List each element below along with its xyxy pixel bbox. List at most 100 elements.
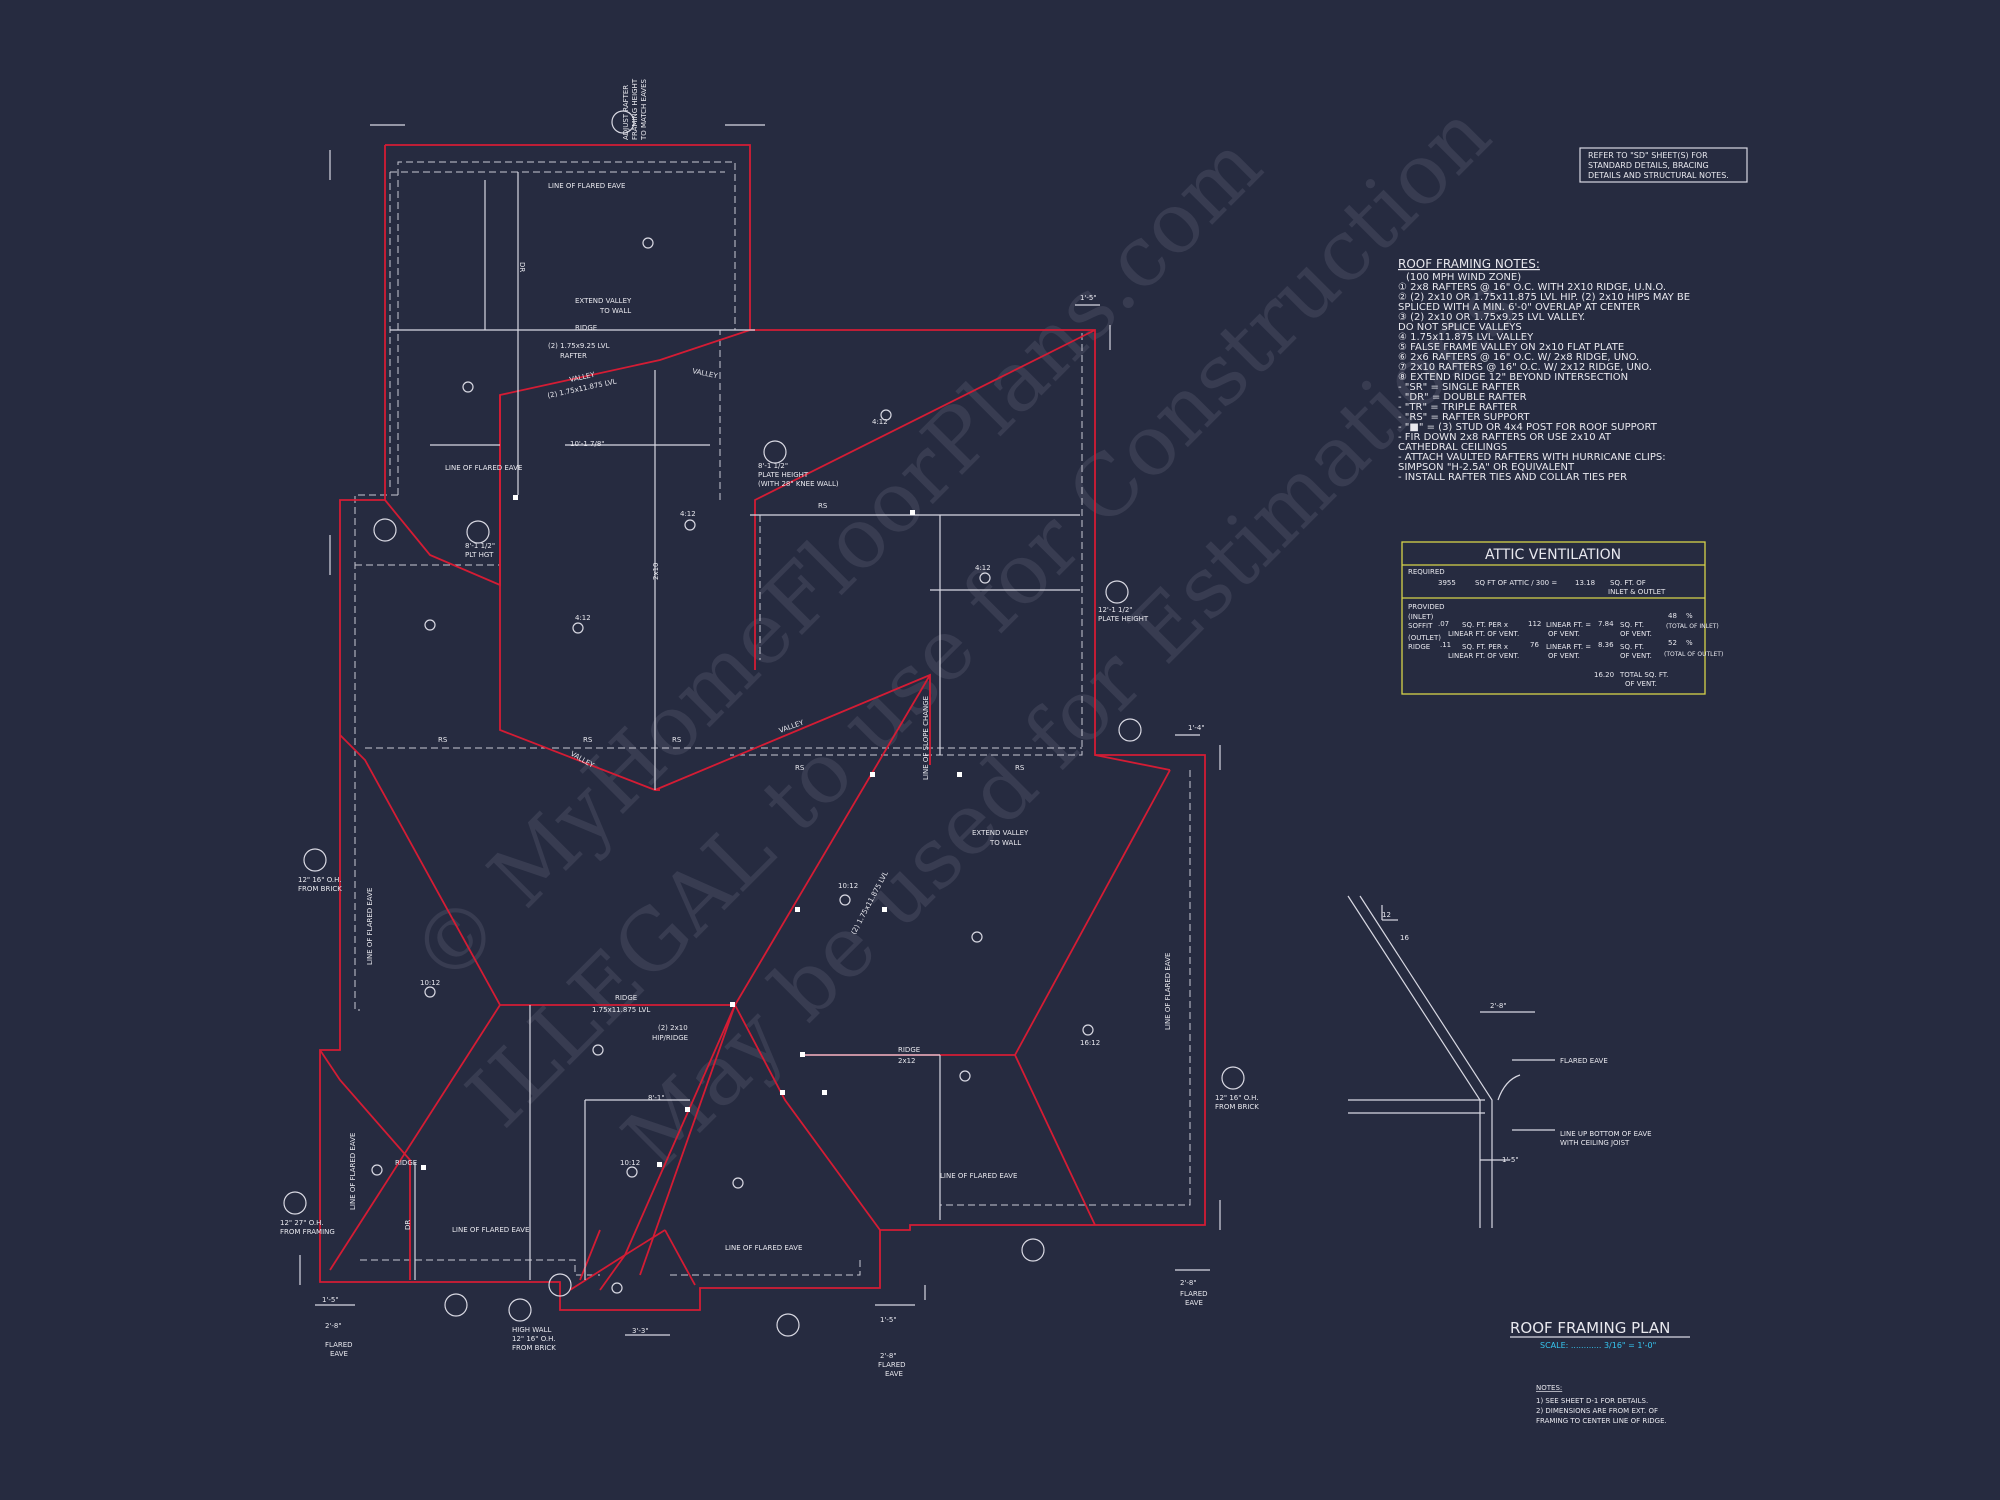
label-dim-1-5-b: 1'-5" [880,1316,897,1324]
refer-note-line-2: STANDARD DETAILS, BRACING [1588,161,1709,170]
label-rs-2: RS [438,736,448,744]
label-adjust-rafter-1: ADJUST RAFTER [622,85,630,140]
label-extend-valley-4: TO WALL [989,839,1021,847]
label-pitch-160: 16:12 [1080,1039,1100,1047]
svg-text:TOTAL SQ. FT.: TOTAL SQ. FT. [1619,671,1668,679]
detail-line-up-2: WITH CEILING JOIST [1560,1139,1630,1147]
plan-scale: SCALE: ............ 3/16" = 1'-0" [1540,1341,1656,1350]
svg-text:112: 112 [1528,620,1541,628]
label-oh-framing-2: FROM FRAMING [280,1228,335,1236]
svg-text:- "RS" = RAFTER SUPPORT: - "RS" = RAFTER SUPPORT [1398,412,1530,423]
svg-text:76: 76 [1530,641,1539,649]
label-ridge-lvl: 1.75x11.875 LVL [592,1006,650,1014]
svg-text:LINEAR FT. OF VENT.: LINEAR FT. OF VENT. [1448,630,1519,638]
svg-text:- ATTACH VAULTED RAFTERS WITH: - ATTACH VAULTED RAFTERS WITH HURRICANE … [1398,452,1666,463]
svg-text:PROVIDED: PROVIDED [1408,603,1445,611]
svg-text:%: % [1686,612,1693,620]
label-ridge-2x10: 2x10 [652,562,660,580]
svg-text:(TOTAL OF OUTLET): (TOTAL OF OUTLET) [1664,651,1723,658]
label-hip-ridge-2: HIP/RIDGE [652,1034,688,1042]
eave-detail: 12 16 2'-8" 1'-5" FLARED EAVE LINE UP BO… [1347,895,1652,1228]
label-extend-valley-3: EXTEND VALLEY [972,829,1029,837]
label-ridge-top: RIDGE [575,324,597,332]
svg-text:(100 MPH WIND ZONE): (100 MPH WIND ZONE) [1406,272,1521,283]
svg-text:OF VENT.: OF VENT. [1620,630,1652,638]
label-plate-h1-3: (WITH 28" KNEE WALL) [758,480,839,488]
footer-notes-title: NOTES: [1536,1384,1562,1392]
svg-text:OF VENT.: OF VENT. [1625,680,1657,688]
roof-plan: LINE OF FLARED EAVE EXTEND VALLEY TO WAL… [280,78,1259,1378]
label-dim-2-8-c: 2'-8" [1180,1279,1197,1287]
label-line-flared-2: LINE OF FLARED EAVE [445,464,522,472]
detail-pitch-rise: 16 [1400,934,1409,942]
svg-text:SQ. FT.: SQ. FT. [1620,621,1644,629]
svg-text:13.18: 13.18 [1575,579,1595,587]
label-rs-6: RS [1015,764,1025,772]
label-ridge-2x12: 2x12 [898,1057,916,1065]
svg-text:OF VENT.: OF VENT. [1620,652,1652,660]
label-pitch-100-mid: 10:12 [838,882,858,890]
framing-lines [390,172,1080,1280]
label-oh-brick-4: FROM BRICK [1215,1103,1259,1111]
label-oh-framing-1: 12" 27" O.H. [280,1219,324,1227]
label-pitch-mid: 4:12 [680,510,696,518]
svg-text:(INLET): (INLET) [1408,613,1434,621]
label-flared-eave-b2: EAVE [885,1370,903,1378]
label-plt-hgt-2: PLT HGT [465,551,494,559]
svg-text:LINEAR FT. OF VENT.: LINEAR FT. OF VENT. [1448,652,1519,660]
svg-text:⑥ 2x6 RAFTERS @ 16" O.C. W/ 2x: ⑥ 2x6 RAFTERS @ 16" O.C. W/ 2x8 RIDGE, U… [1398,352,1639,363]
svg-text:52: 52 [1668,639,1677,647]
post-markers [421,495,962,1170]
svg-text:④ 1.75x11.875 LVL VALLEY: ④ 1.75x11.875 LVL VALLEY [1398,332,1534,343]
label-rs-3: RS [583,736,593,744]
watermark-line-1: © MyHomeFloorPlans.com [392,116,1280,1004]
svg-text:- "■" = (3) STUD OR 4x4 POST F: - "■" = (3) STUD OR 4x4 POST FOR ROOF SU… [1398,422,1658,433]
label-dim-2-8-a: 2'-8" [325,1322,342,1330]
label-line-flared-6: LINE OF FLARED EAVE [452,1226,529,1234]
detail-dim-bottom: 1'-5" [1502,1156,1519,1164]
svg-text:RIDGE: RIDGE [1408,643,1430,651]
label-ridge-right: RIDGE [898,1046,920,1054]
label-pitch-top-right: 4:12 [872,418,888,426]
label-oh-brick-3: 12" 16" O.H. [1215,1094,1259,1102]
label-dim-8-1: 8'-1" [648,1094,665,1102]
label-ridge-mid: RIDGE [615,994,637,1002]
svg-text:LINEAR FT. =: LINEAR FT. = [1546,643,1591,651]
svg-text:1) SEE SHEET D-1 FOR DETAILS.: 1) SEE SHEET D-1 FOR DETAILS. [1536,1397,1648,1405]
label-slope-change: LINE OF SLOPE CHANGE [922,696,930,780]
label-line-flared-7: LINE OF FLARED EAVE [725,1244,802,1252]
label-oh-brick-1: 12" 16" O.H. [298,876,342,884]
plan-title: ROOF FRAMING PLAN [1510,1319,1670,1337]
svg-text:(OUTLET): (OUTLET) [1408,634,1441,642]
svg-text:⑧ EXTEND RIDGE 12" BEYOND INTE: ⑧ EXTEND RIDGE 12" BEYOND INTERSECTION [1398,372,1628,383]
svg-text:SOFFIT: SOFFIT [1408,622,1433,630]
svg-text:8.36: 8.36 [1598,641,1614,649]
label-plt-hgt-1: 8'-1 1/2" [465,542,495,550]
svg-text:REQUIRED: REQUIRED [1408,568,1445,576]
detail-pitch-run: 12 [1382,911,1391,919]
label-extend-valley-2: TO WALL [599,307,631,315]
svg-text:- "SR" = SINGLE RAFTER: - "SR" = SINGLE RAFTER [1398,382,1520,393]
svg-text:SQ. FT. PER x: SQ. FT. PER x [1462,621,1508,629]
svg-text:- FIR DOWN 2x8 RAFTERS OR USE: - FIR DOWN 2x8 RAFTERS OR USE 2x10 AT [1398,432,1612,443]
svg-text:⑤ FALSE FRAME VALLEY ON 2x10 F: ⑤ FALSE FRAME VALLEY ON 2x10 FLAT PLATE [1398,342,1624,353]
svg-text:- "DR" = DOUBLE RAFTER: - "DR" = DOUBLE RAFTER [1398,392,1527,403]
label-pitch-right: 4:12 [975,564,991,572]
label-lvl-rafter-1: (2) 1.75x9.25 LVL [548,342,610,350]
svg-text:SQ. FT.: SQ. FT. [1620,643,1644,651]
wall-lines [354,161,1191,1276]
svg-text:(TOTAL OF INLET): (TOTAL OF INLET) [1666,623,1719,630]
label-rs-4: RS [672,736,682,744]
svg-text:- "TR" = TRIPLE RAFTER: - "TR" = TRIPLE RAFTER [1398,402,1517,413]
label-high-wall-1: HIGH WALL [512,1326,551,1334]
label-valley-2: VALLEY [692,367,719,380]
label-line-flared-4: LINE OF FLARED EAVE [1164,953,1172,1030]
label-lvl-rafter-2: RAFTER [560,352,587,360]
svg-text:INLET & OUTLET: INLET & OUTLET [1608,588,1666,596]
label-flared-eave-a1: FLARED [325,1341,353,1349]
label-pitch-100-bottom: 10:12 [620,1159,640,1167]
label-plate-h2-2: PLATE HEIGHT [1098,615,1149,623]
svg-text:CATHEDRAL CEILINGS: CATHEDRAL CEILINGS [1398,442,1507,453]
svg-text:%: % [1686,639,1693,647]
label-extend-valley-1: EXTEND VALLEY [575,297,632,305]
